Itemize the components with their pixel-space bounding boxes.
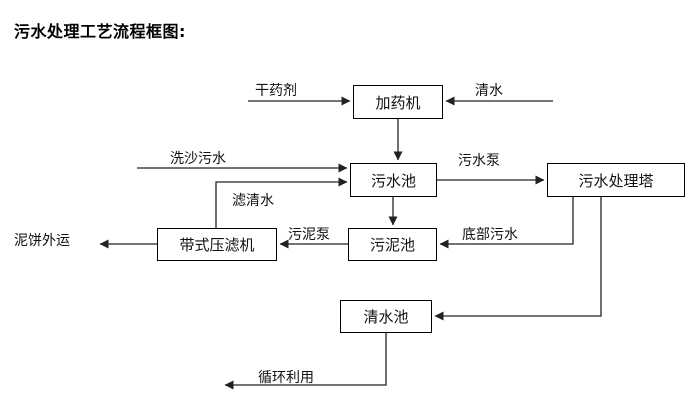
node-label: 污泥池 (369, 236, 415, 254)
page-title: 污水处理工艺流程框图: (14, 22, 186, 41)
node-sludge-pool[interactable]: 污泥池 (348, 228, 437, 261)
edge-label-recycle-reuse: 循环利用 (258, 370, 314, 386)
edge-bottom-sewage-to-sludge-pool (439, 197, 574, 249)
node-treatment-tower[interactable]: 污水处理塔 (547, 163, 685, 197)
terminal-label-mud-cake-out: 泥饼外运 (14, 233, 70, 249)
edge-label-sand-wash-sewage: 洗沙污水 (170, 151, 226, 167)
node-label: 污水池 (370, 171, 416, 190)
edge-filtered-water-to-sewage-pool (215, 177, 348, 228)
edge-treatment-tower-to-clear-water-pool (434, 197, 602, 321)
edge-label-dry-chemical: 干药剂 (255, 83, 297, 99)
edge-label-filtered-water: 滤清水 (232, 193, 274, 209)
edge-label-clean-water: 清水 (475, 83, 503, 99)
node-clear-water-pool[interactable]: 清水池 (340, 300, 432, 333)
node-belt-filter-press[interactable]: 带式压滤机 (157, 228, 277, 261)
edge-clear-water-pool-to-recycle (224, 333, 387, 390)
edge-label-sewage-pump: 污水泵 (458, 153, 500, 169)
node-label: 加药机 (375, 93, 421, 112)
edge-label-bottom-sewage: 底部污水 (462, 227, 518, 243)
node-sewage-pool[interactable]: 污水池 (350, 163, 437, 197)
node-label: 清水池 (363, 308, 409, 326)
edge-label-sludge-pump: 污泥泵 (288, 227, 330, 243)
node-label: 污水处理塔 (578, 171, 654, 190)
node-dosing-machine[interactable]: 加药机 (353, 85, 443, 119)
node-label: 带式压滤机 (179, 236, 255, 254)
